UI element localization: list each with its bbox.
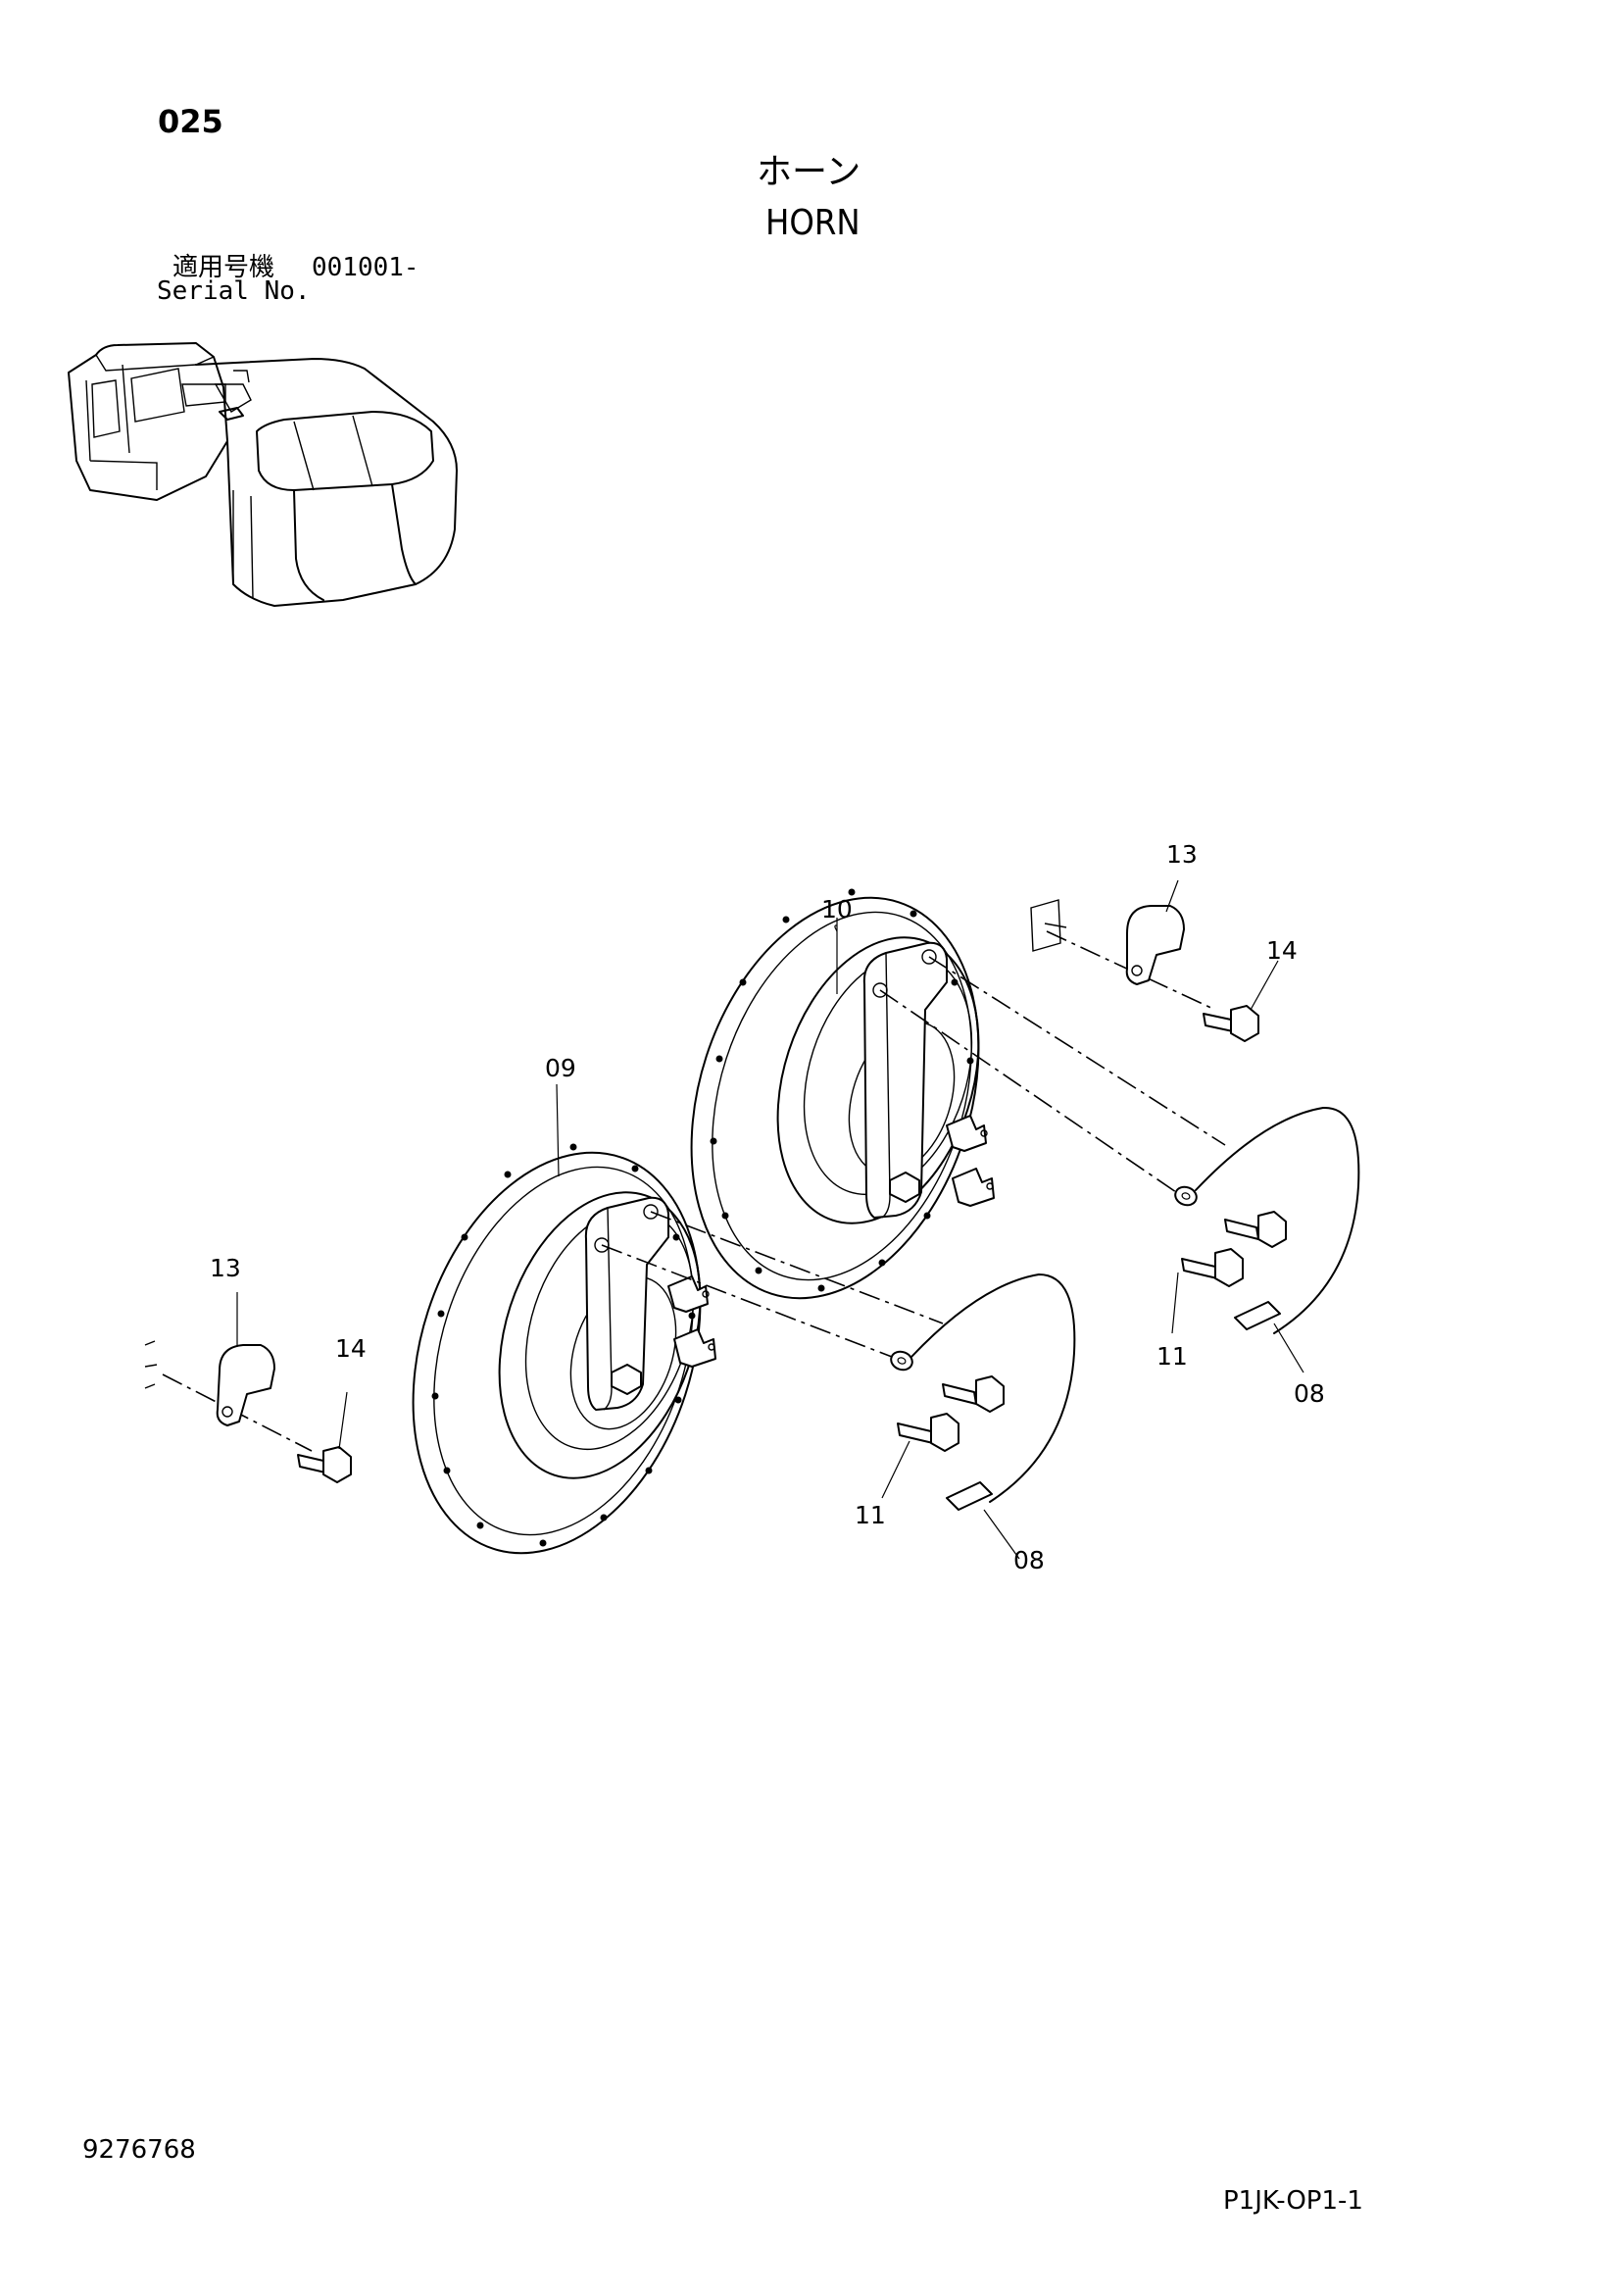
bolt-14-right [1203, 1005, 1259, 1042]
bolt-14-left [297, 1446, 352, 1483]
excavator-location-view [68, 342, 458, 607]
callout-09: 09 [545, 1054, 576, 1082]
callout-14-left: 14 [335, 1334, 367, 1363]
callout-14-right: 14 [1266, 936, 1298, 965]
ground-wire-right [1174, 1106, 1360, 1334]
title-japanese: ホーン [757, 152, 861, 192]
clamp-13-right [1030, 899, 1185, 985]
ground-wire-left [890, 1273, 1076, 1511]
serial-label-english: Serial No. [157, 276, 311, 306]
clamp-13-left [144, 1340, 275, 1426]
leader-lines [236, 879, 1304, 1560]
page-number: 025 [158, 103, 223, 140]
callout-13-right: 13 [1166, 840, 1198, 869]
callout-13-left: 13 [210, 1254, 241, 1282]
drawing-code: P1JK-OP1-1 [1223, 2186, 1363, 2216]
serial-label-japanese: 適用号機 [172, 253, 275, 282]
horn-09 [412, 1143, 716, 1555]
callout-11-left: 11 [855, 1501, 886, 1529]
callout-11-right: 11 [1156, 1342, 1188, 1371]
horn-10 [690, 888, 995, 1300]
document-number: 9276768 [82, 2135, 196, 2165]
bolts-11 [897, 1211, 1287, 1452]
callout-08-left: 08 [1013, 1546, 1045, 1574]
serial-range: 001001- [312, 253, 419, 282]
callout-10: 10 [821, 895, 853, 923]
callout-labels: 09 10 13 14 13 14 11 08 11 08 [210, 840, 1325, 1574]
callout-08-right: 08 [1294, 1379, 1325, 1408]
assembly-lines [162, 930, 1226, 1452]
title-english: HORN [765, 203, 861, 243]
